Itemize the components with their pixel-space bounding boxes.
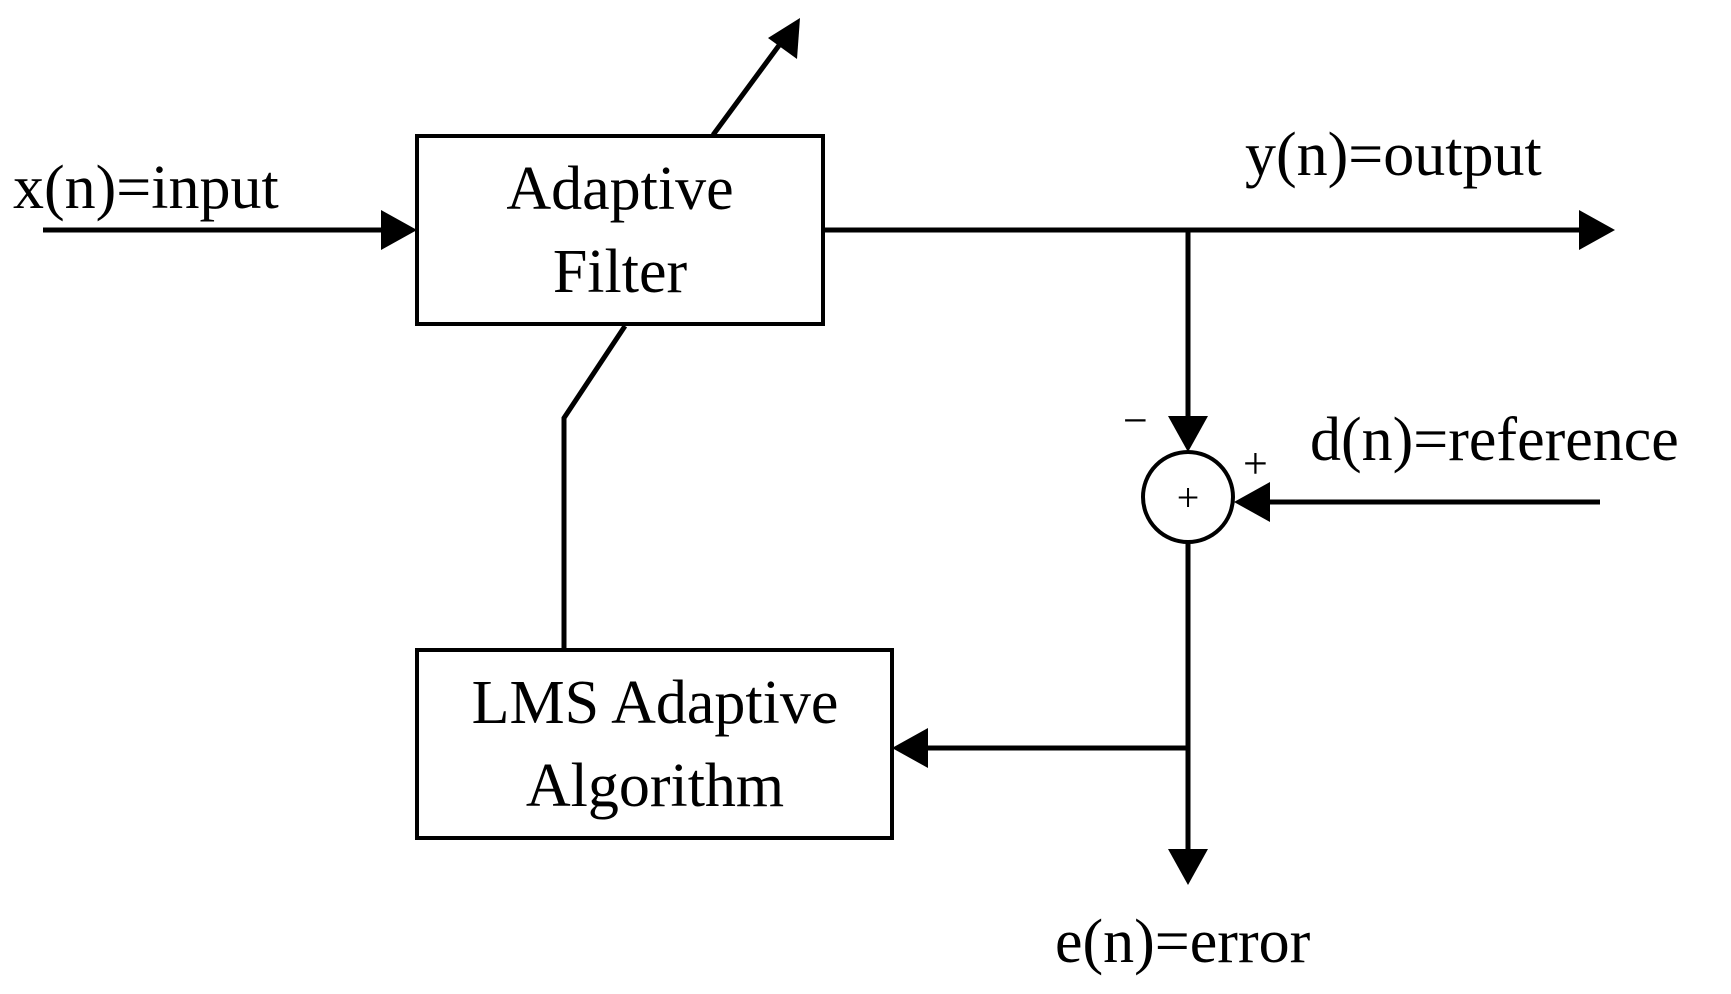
input-arrowhead [381, 210, 417, 250]
error-arrowhead [1168, 849, 1208, 885]
minus-sign: − [1123, 396, 1148, 445]
adaptation-arrow-line [710, 38, 786, 137]
output-label: y(n)=output [1245, 121, 1542, 189]
output-arrowhead [1579, 210, 1615, 250]
input-label: x(n)=input [13, 154, 279, 222]
error-feedback-arrowhead [892, 728, 928, 768]
adaptive-filter-label-line2: Filter [553, 238, 688, 306]
summing-junction-symbol: + [1177, 475, 1200, 520]
reference-arrowhead [1234, 482, 1270, 522]
lms-algorithm-block [415, 648, 894, 840]
output-to-sum-arrowhead [1168, 416, 1208, 452]
plus-sign: + [1243, 439, 1268, 488]
error-label: e(n)=error [1055, 908, 1311, 976]
adaptive-filter-label-line1: Adaptive [506, 155, 733, 223]
lms-algorithm-label-line1: LMS Adaptive [472, 669, 839, 737]
adaptation-arrowhead [768, 18, 800, 59]
reference-label: d(n)=reference [1310, 406, 1679, 474]
lms-control-line [561, 324, 628, 650]
lms-algorithm-label-line2: Algorithm [526, 752, 784, 820]
